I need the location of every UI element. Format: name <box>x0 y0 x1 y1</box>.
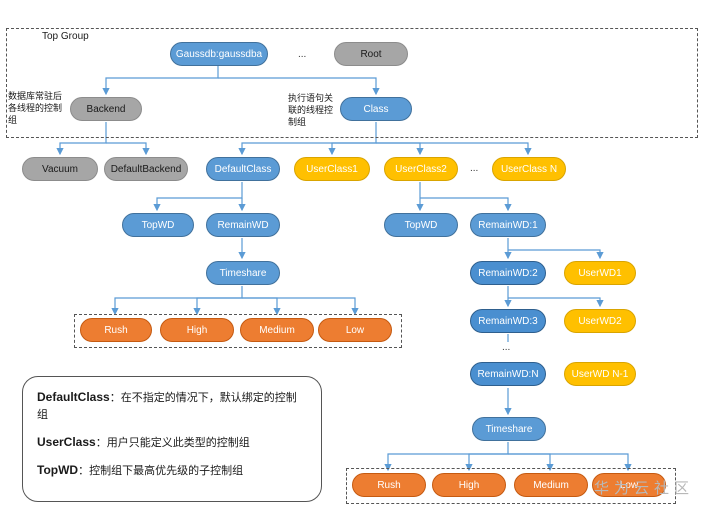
node-high-right: High <box>432 473 506 497</box>
legend-box: DefaultClass：在不指定的情况下，默认绑定的控制组 UserClass… <box>22 376 322 502</box>
legend-row-user-class: UserClass：用户只能定义此类型的控制组 <box>37 434 307 452</box>
legend-row-default-class: DefaultClass：在不指定的情况下，默认绑定的控制组 <box>37 389 307 424</box>
node-timeshare-left: Timeshare <box>206 261 280 285</box>
node-userwdn1: UserWD N-1 <box>564 362 636 386</box>
node-remainwd1: RemainWD:1 <box>470 213 546 237</box>
node-userwd1: UserWD1 <box>564 261 636 285</box>
ellipsis-remainwd: ... <box>502 342 511 353</box>
legend-desc-user-class: ：用户只能定义此类型的控制组 <box>95 437 250 449</box>
node-remainwd3: RemainWD:3 <box>470 309 546 333</box>
node-root: Root <box>334 42 408 66</box>
node-default-backend: DefaultBackend <box>104 157 188 181</box>
node-default-class: DefaultClass <box>206 157 280 181</box>
legend-desc-default-class: ：在不指定的情况下，默认绑定的控制组 <box>37 392 297 421</box>
node-topwd-left: TopWD <box>122 213 194 237</box>
node-gaussdb: Gaussdb:gaussdba <box>170 42 268 66</box>
node-class: Class <box>340 97 412 121</box>
class-annotation: 执行语句关联的线程控制组 <box>288 93 334 127</box>
node-rush-left: Rush <box>80 318 152 342</box>
backend-annotation: 数据库常驻后各线程的控制组 <box>8 91 63 125</box>
node-timeshare-right: Timeshare <box>472 417 546 441</box>
node-low-left: Low <box>318 318 392 342</box>
node-userwd2: UserWD2 <box>564 309 636 333</box>
node-backend: Backend <box>70 97 142 121</box>
legend-term-topwd: TopWD <box>37 463 79 477</box>
priority-group-right-box <box>346 468 676 504</box>
top-group-label: Top Group <box>42 31 89 42</box>
watermark: 华为云社区 <box>593 480 694 497</box>
top-group-box <box>6 28 698 138</box>
ellipsis-userclass: ... <box>470 163 479 174</box>
legend-term-default-class: DefaultClass <box>37 390 110 404</box>
node-medium-right: Medium <box>514 473 588 497</box>
node-rush-right: Rush <box>352 473 426 497</box>
legend-desc-topwd: ：控制组下最高优先级的子控制组 <box>78 465 244 477</box>
node-userclassn: UserClass N <box>492 157 566 181</box>
legend-row-topwd: TopWD：控制组下最高优先级的子控制组 <box>37 462 307 480</box>
node-topwd-right: TopWD <box>384 213 458 237</box>
legend-term-user-class: UserClass <box>37 435 96 449</box>
node-remainwdn: RemainWD:N <box>470 362 546 386</box>
node-medium-left: Medium <box>240 318 314 342</box>
node-remainwd2: RemainWD:2 <box>470 261 546 285</box>
node-high-left: High <box>160 318 234 342</box>
node-low-right: Low <box>592 473 666 497</box>
priority-group-left-box <box>74 314 402 348</box>
node-vacuum: Vacuum <box>22 157 98 181</box>
node-userclass2: UserClass2 <box>384 157 458 181</box>
ellipsis-top: ... <box>298 49 307 60</box>
node-userclass1: UserClass1 <box>294 157 370 181</box>
node-remainwd-left: RemainWD <box>206 213 280 237</box>
